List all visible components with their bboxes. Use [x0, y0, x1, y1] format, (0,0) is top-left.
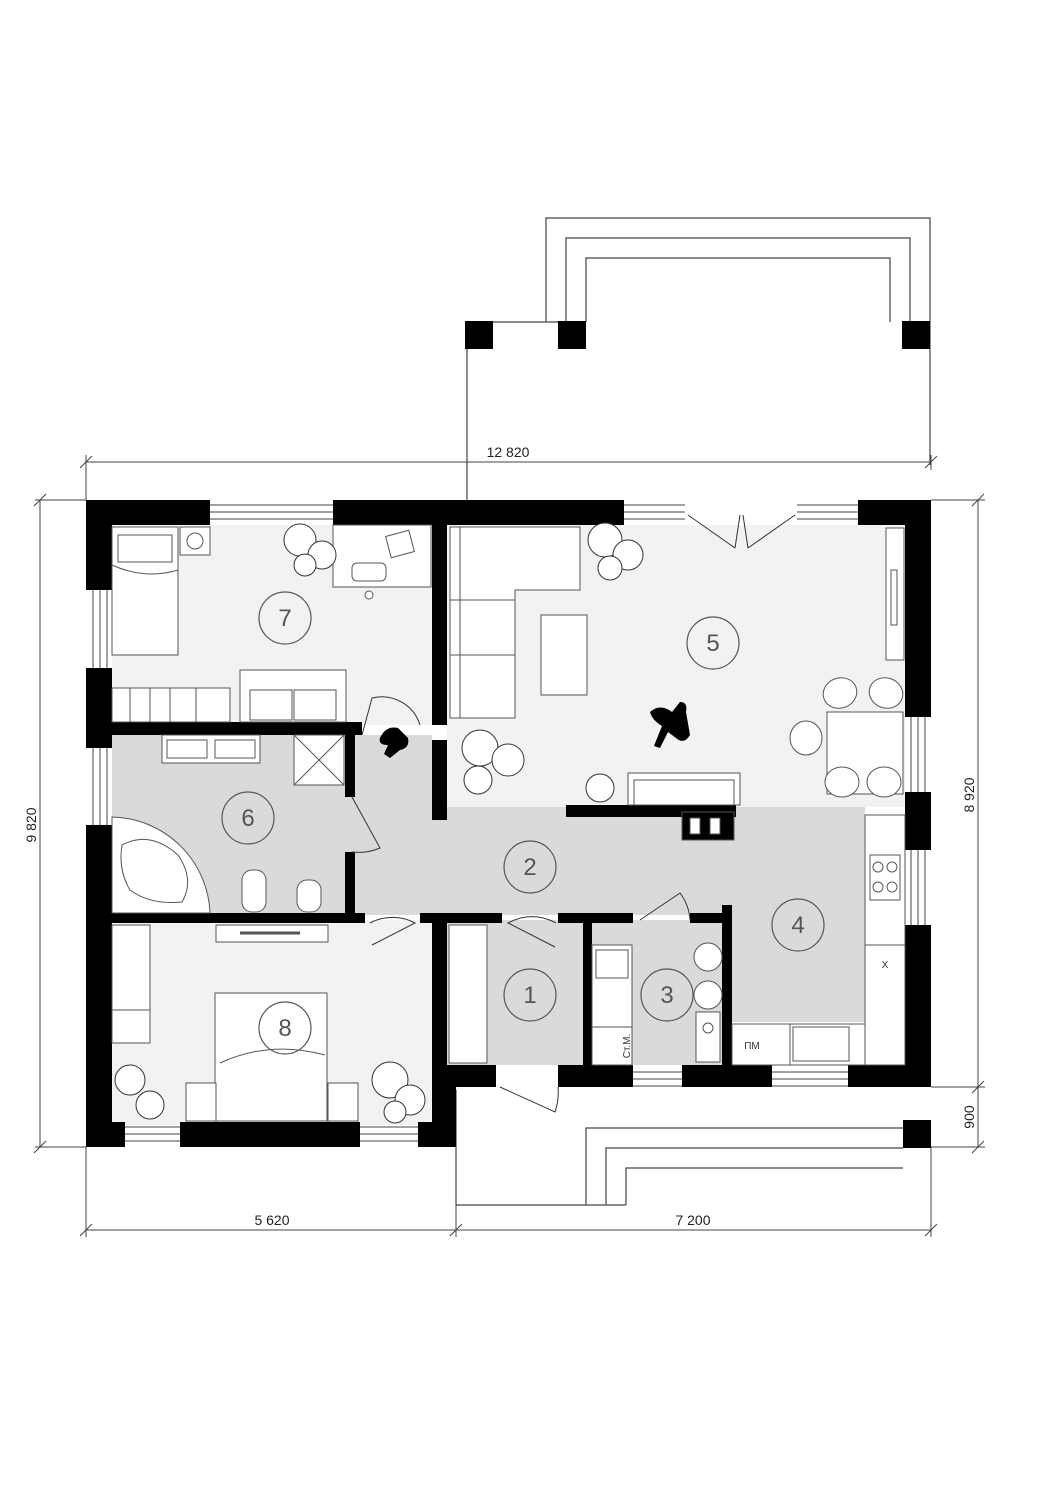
pets: [379, 702, 690, 758]
dimension-lines: [33, 455, 985, 1237]
svg-text:2: 2: [523, 854, 536, 881]
svg-text:8: 8: [278, 1015, 291, 1042]
svg-text:3: 3: [660, 982, 673, 1009]
door-1: [506, 916, 557, 948]
dim-right-porch: 900: [961, 1105, 977, 1129]
room-2-floor: [352, 735, 865, 1022]
door-entrance: [499, 1086, 559, 1113]
appliance-labels: Ст.М. ПМ Х: [622, 960, 889, 1058]
dim-right-main: 8 920: [961, 777, 977, 812]
door-7: [361, 696, 421, 736]
fridge-label: Х: [882, 960, 889, 971]
dog-icon: [650, 702, 690, 748]
room-labels: 1 2 3 4 5 6 7 8: [221, 591, 825, 1055]
room-7-label: 7: [258, 591, 312, 645]
dim-top-width: 12 820: [487, 444, 530, 460]
svg-text:4: 4: [791, 912, 804, 939]
plant-7: [283, 523, 337, 577]
bottom-porch: [455, 1090, 903, 1206]
door-terrace-left: [687, 514, 741, 549]
room-6-label: 6: [221, 791, 275, 845]
door-3: [639, 892, 691, 921]
dim-left-height: 9 820: [23, 807, 39, 842]
room-5-label: 5: [686, 616, 740, 670]
door-terrace-right: [742, 514, 796, 549]
top-terrace: [466, 217, 931, 500]
dim-bottom-right: 7 200: [675, 1212, 710, 1228]
dimension-labels: 12 820 9 820 8 920 900 5 620 7 200: [23, 444, 977, 1228]
windows: [92, 504, 926, 1142]
plant-8b: [371, 1061, 426, 1124]
room-1-label: 1: [503, 968, 557, 1022]
svg-text:1: 1: [523, 982, 536, 1009]
walls: [86, 500, 931, 1147]
furniture: [111, 524, 906, 1122]
svg-text:7: 7: [278, 605, 291, 632]
plants: [114, 522, 644, 1124]
doors[interactable]: [351, 514, 796, 1113]
plant-5a: [587, 522, 644, 581]
porch-post[interactable]: [903, 1120, 931, 1148]
svg-text:5: 5: [706, 630, 719, 657]
plant-8a: [114, 1064, 165, 1120]
plant-5c: [585, 773, 615, 803]
door-6: [351, 796, 381, 853]
dishwasher-label: ПМ: [744, 1041, 760, 1052]
washer-label: Ст.М.: [622, 1034, 633, 1059]
room-4-label: 4: [771, 898, 825, 952]
dim-bottom-left: 5 620: [254, 1212, 289, 1228]
room-3-label: 3: [640, 968, 694, 1022]
room-8-label: 8: [258, 1001, 312, 1055]
top-posts[interactable]: [465, 321, 930, 349]
plant-5b: [461, 729, 525, 795]
cat-icon: [379, 727, 409, 758]
door-8: [369, 916, 417, 946]
room-2-label: 2: [503, 840, 557, 894]
kitchen-counter: [864, 814, 906, 1066]
svg-text:6: 6: [241, 805, 254, 832]
